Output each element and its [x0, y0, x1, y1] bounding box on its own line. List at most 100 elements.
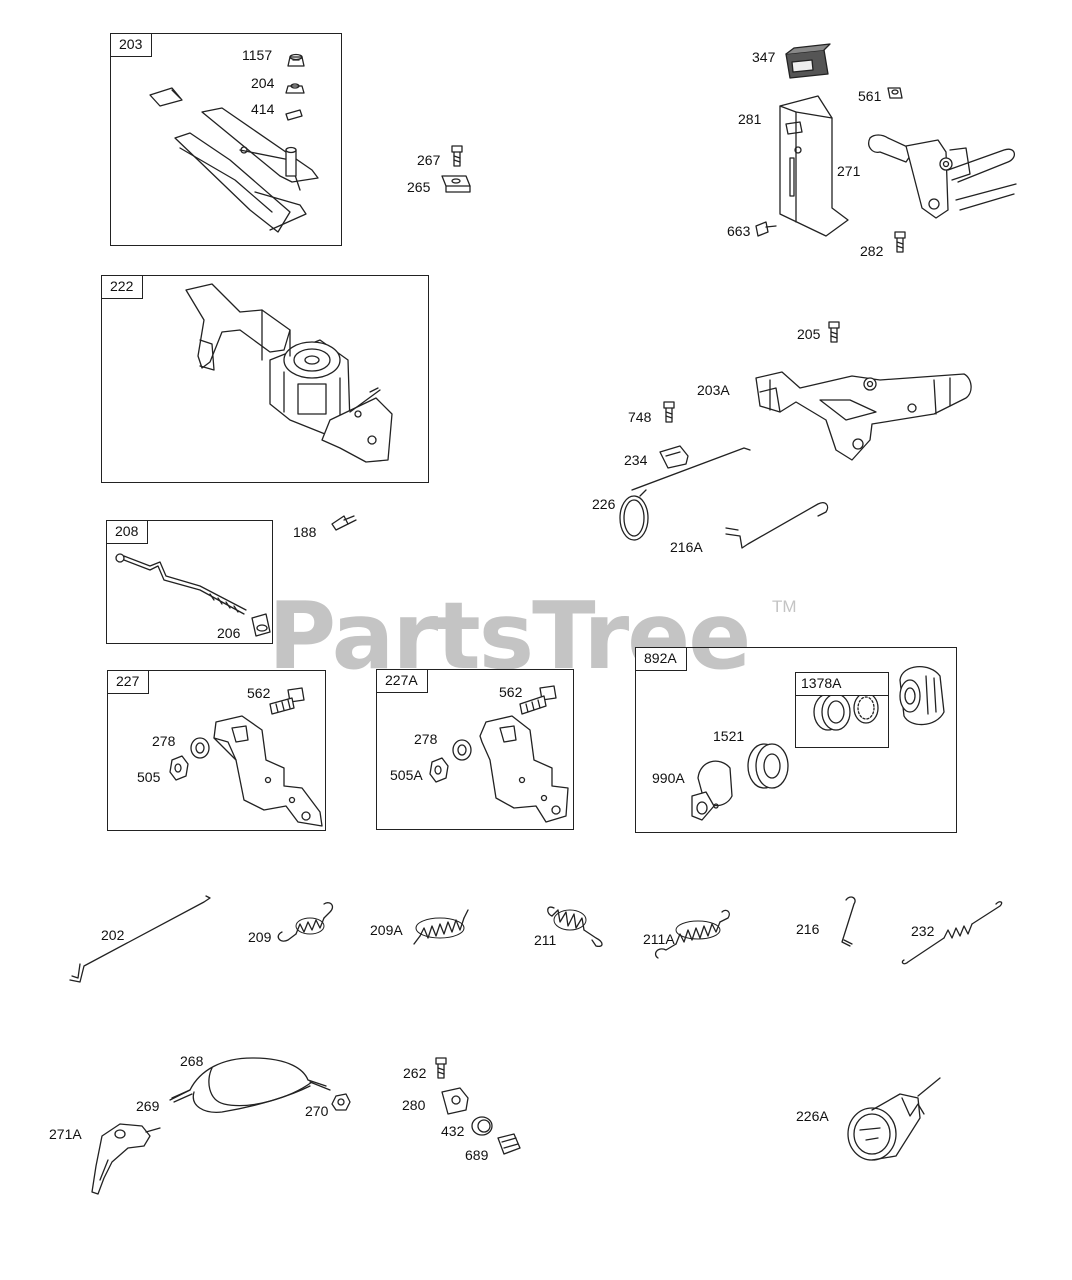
cap-432-drawing	[471, 1116, 493, 1136]
part-label-269[interactable]: 269	[136, 1098, 160, 1114]
group-label-227A[interactable]: 227A	[377, 670, 428, 693]
part-label-206[interactable]: 206	[217, 625, 241, 641]
part-label-505A[interactable]: 505A	[390, 767, 423, 783]
part-label-268[interactable]: 268	[180, 1053, 204, 1069]
group-label-222[interactable]: 222	[102, 276, 144, 299]
group-label-227[interactable]: 227	[108, 671, 150, 694]
group-box-227A: 227A	[376, 669, 574, 830]
flange-nut-1157-drawing	[287, 53, 305, 67]
link-216A-drawing	[725, 502, 829, 549]
screw-663-drawing	[755, 221, 777, 237]
control-bracket-203-drawing	[149, 87, 319, 233]
part-label-280[interactable]: 280	[402, 1097, 426, 1113]
part-label-561[interactable]: 561	[858, 88, 882, 104]
watermark-trademark: TM	[772, 597, 797, 616]
key-414-drawing	[285, 109, 303, 121]
screw-188-drawing	[331, 515, 357, 531]
knob-226A-drawing	[847, 1077, 941, 1161]
spring-211A-drawing	[654, 909, 730, 959]
part-label-209A[interactable]: 209A	[370, 922, 403, 938]
part-label-562-a[interactable]: 562	[247, 685, 271, 701]
part-label-748[interactable]: 748	[628, 409, 652, 425]
switch-347-drawing	[785, 43, 831, 79]
group-box-222: 222	[101, 275, 429, 483]
part-label-270[interactable]: 270	[305, 1103, 329, 1119]
clip-234-drawing	[659, 445, 689, 469]
part-label-562-b[interactable]: 562	[499, 684, 523, 700]
group-label-203[interactable]: 203	[111, 34, 153, 57]
part-label-505[interactable]: 505	[137, 769, 161, 785]
part-label-432[interactable]: 432	[441, 1123, 465, 1139]
part-label-1521[interactable]: 1521	[713, 728, 745, 744]
screw-262-drawing	[435, 1057, 447, 1079]
nut-1521-drawing	[747, 743, 789, 789]
part-label-203A[interactable]: 203A	[697, 382, 730, 398]
screw-748-drawing	[663, 401, 675, 423]
group-box-1378A: 1378A	[795, 672, 889, 748]
group-label-208[interactable]: 208	[107, 521, 149, 544]
part-label-234[interactable]: 234	[624, 452, 648, 468]
bolt-206-drawing	[251, 613, 271, 637]
part-label-278-b[interactable]: 278	[414, 731, 438, 747]
spring-689-drawing	[497, 1133, 521, 1155]
part-label-281[interactable]: 281	[738, 111, 762, 127]
part-label-271A[interactable]: 271A	[49, 1126, 82, 1142]
part-label-689[interactable]: 689	[465, 1147, 489, 1163]
part-label-663[interactable]: 663	[727, 223, 751, 239]
nut-505A-drawing	[429, 757, 449, 783]
clip-280-drawing	[441, 1087, 469, 1115]
group-box-208: 208	[106, 520, 273, 644]
screw-562-drawing-b	[519, 685, 557, 715]
screw-267-drawing	[451, 145, 463, 167]
part-label-347[interactable]: 347	[752, 49, 776, 65]
part-label-265[interactable]: 265	[407, 179, 431, 195]
part-label-216A[interactable]: 216A	[670, 539, 703, 555]
part-label-226A[interactable]: 226A	[796, 1108, 829, 1124]
part-label-209[interactable]: 209	[248, 929, 272, 945]
part-label-202[interactable]: 202	[101, 927, 125, 943]
screw-562-drawing-a	[269, 687, 305, 715]
nut-270-drawing	[331, 1093, 351, 1111]
part-label-271[interactable]: 271	[837, 163, 861, 179]
part-label-278-a[interactable]: 278	[152, 733, 176, 749]
part-label-1157[interactable]: 1157	[242, 47, 273, 63]
part-label-414[interactable]: 414	[251, 101, 275, 117]
part-label-205[interactable]: 205	[797, 326, 821, 342]
spring-209-drawing	[277, 902, 334, 942]
part-label-282[interactable]: 282	[860, 243, 884, 259]
nut-561-drawing	[887, 87, 903, 99]
bracket-281-drawing	[779, 95, 849, 237]
part-label-262[interactable]: 262	[403, 1065, 427, 1081]
part-label-211[interactable]: 211	[534, 932, 557, 948]
lever-271A-drawing	[91, 1123, 161, 1195]
part-label-267[interactable]: 267	[417, 152, 441, 168]
link-216-drawing	[841, 896, 856, 947]
part-label-232[interactable]: 232	[911, 923, 935, 939]
nut-505-drawing	[169, 755, 189, 781]
group-label-892A[interactable]: 892A	[636, 648, 687, 671]
washer-278-drawing-b	[452, 739, 472, 761]
part-label-211A[interactable]: 211A	[643, 931, 675, 947]
part-label-204[interactable]: 204	[251, 75, 275, 91]
nut-204-drawing	[285, 83, 305, 94]
cable-268-drawing	[169, 1057, 331, 1113]
group-label-1378A[interactable]: 1378A	[796, 673, 888, 696]
part-label-188[interactable]: 188	[293, 524, 317, 540]
bracket-227-drawing	[213, 715, 323, 827]
part-label-990A[interactable]: 990A	[652, 770, 685, 786]
screw-282-drawing	[894, 231, 906, 253]
screw-205-drawing	[828, 321, 840, 343]
group-box-203: 203	[110, 33, 342, 246]
part-label-216[interactable]: 216	[796, 921, 820, 937]
switch-body-892A-drawing	[899, 666, 945, 726]
key-switch-990A-drawing	[691, 760, 733, 821]
group-box-227: 227	[107, 670, 326, 831]
throttle-lever-271-drawing	[868, 134, 1017, 219]
link-202-drawing	[69, 895, 211, 983]
part-label-226[interactable]: 226	[592, 496, 616, 512]
spring-211-drawing	[547, 906, 603, 948]
spring-232-drawing	[901, 901, 1003, 965]
spring-209A-drawing	[413, 909, 469, 945]
bracket-227A-drawing	[479, 715, 569, 823]
